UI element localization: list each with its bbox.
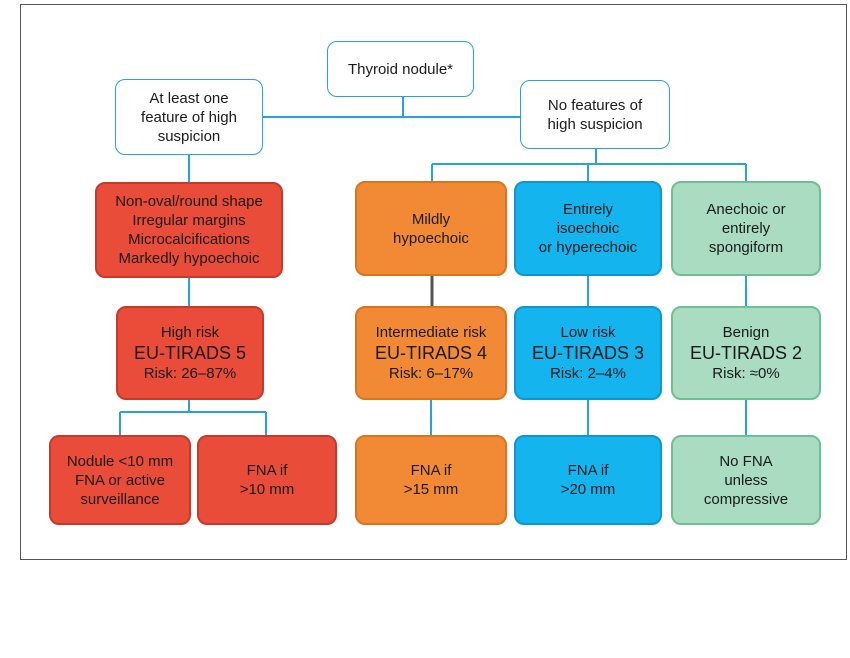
no-fna-box: No FNA unless compressive [671, 435, 821, 525]
eu-tirads-3-box: Low risk EU-TIRADS 3 Risk: 2–4% [514, 306, 662, 400]
action-line: compressive [703, 490, 789, 508]
high-suspicion-features-box: Non-oval/round shape Irregular margins M… [95, 182, 283, 278]
risk-label: High risk [160, 324, 220, 341]
suspicious-line: feature of high [141, 108, 237, 126]
eu-tirads-5-box: High risk EU-TIRADS 5 Risk: 26–87% [116, 306, 264, 400]
suspicious-line: suspicion [157, 127, 221, 145]
risk-percent: Risk: 2–4% [550, 365, 626, 382]
anechoic-box: Anechoic or entirely spongiform [671, 181, 821, 276]
risk-label: Benign [722, 324, 770, 341]
action-line: FNA if [246, 462, 288, 479]
risk-percent: Risk: 26–87% [143, 365, 237, 382]
action-line: surveillance [80, 490, 160, 508]
risk-label: Low risk [560, 324, 616, 341]
feature-line: Markedly hypoechoic [118, 250, 260, 267]
root-line: Thyroid nodule* [347, 60, 454, 78]
action-line: Nodule <10 mm [66, 452, 174, 470]
mildly-hypoechoic-box: Mildly hypoechoic [355, 181, 507, 276]
action-line: >10 mm [239, 481, 295, 498]
feature-line: Entirely [562, 201, 614, 218]
figure-frame [20, 4, 847, 560]
feature-line: Irregular margins [132, 212, 246, 229]
fna-10mm-box: FNA if >10 mm [197, 435, 337, 525]
not-suspicious-line: No features of [547, 96, 643, 114]
feature-line: isoechoic [556, 220, 620, 237]
thyroid-nodule-box: Thyroid nodule* [327, 41, 474, 97]
feature-line: hypoechoic [393, 229, 469, 247]
feature-line: or hyperechoic [538, 239, 638, 256]
risk-category: EU-TIRADS 3 [531, 343, 645, 363]
action-line: FNA or active [74, 471, 166, 489]
action-line: FNA if [410, 462, 452, 479]
feature-line: Non-oval/round shape [115, 193, 263, 210]
risk-percent: Risk: 6–17% [388, 365, 474, 382]
risk-label: Intermediate risk [375, 324, 487, 341]
feature-line: spongiform [708, 239, 784, 256]
action-line: FNA if [567, 462, 609, 479]
not-suspicious-line: high suspicion [547, 115, 643, 133]
risk-percent: Risk: ≈0% [712, 365, 780, 382]
feature-line: Microcalcifications [128, 231, 250, 248]
risk-category: EU-TIRADS 4 [374, 343, 488, 363]
action-line: unless [724, 471, 768, 489]
small-nodule-box: Nodule <10 mm FNA or active surveillance [49, 435, 191, 525]
feature-line: entirely [721, 220, 771, 237]
action-line: >20 mm [560, 481, 616, 498]
fna-20mm-box: FNA if >20 mm [514, 435, 662, 525]
feature-line: Anechoic or [706, 201, 786, 218]
action-line: >15 mm [403, 481, 459, 498]
suspicious-line: At least one [149, 89, 229, 107]
feature-line: Mildly [411, 210, 451, 228]
high-suspicion-box: At least one feature of high suspicion [115, 79, 263, 155]
no-suspicion-box: No features of high suspicion [520, 80, 670, 149]
action-line: No FNA [719, 452, 773, 470]
risk-category: EU-TIRADS 2 [689, 343, 803, 363]
risk-category: EU-TIRADS 5 [133, 343, 247, 363]
eu-tirads-2-box: Benign EU-TIRADS 2 Risk: ≈0% [671, 306, 821, 400]
eu-tirads-4-box: Intermediate risk EU-TIRADS 4 Risk: 6–17… [355, 306, 507, 400]
fna-15mm-box: FNA if >15 mm [355, 435, 507, 525]
isoechoic-box: Entirely isoechoic or hyperechoic [514, 181, 662, 276]
